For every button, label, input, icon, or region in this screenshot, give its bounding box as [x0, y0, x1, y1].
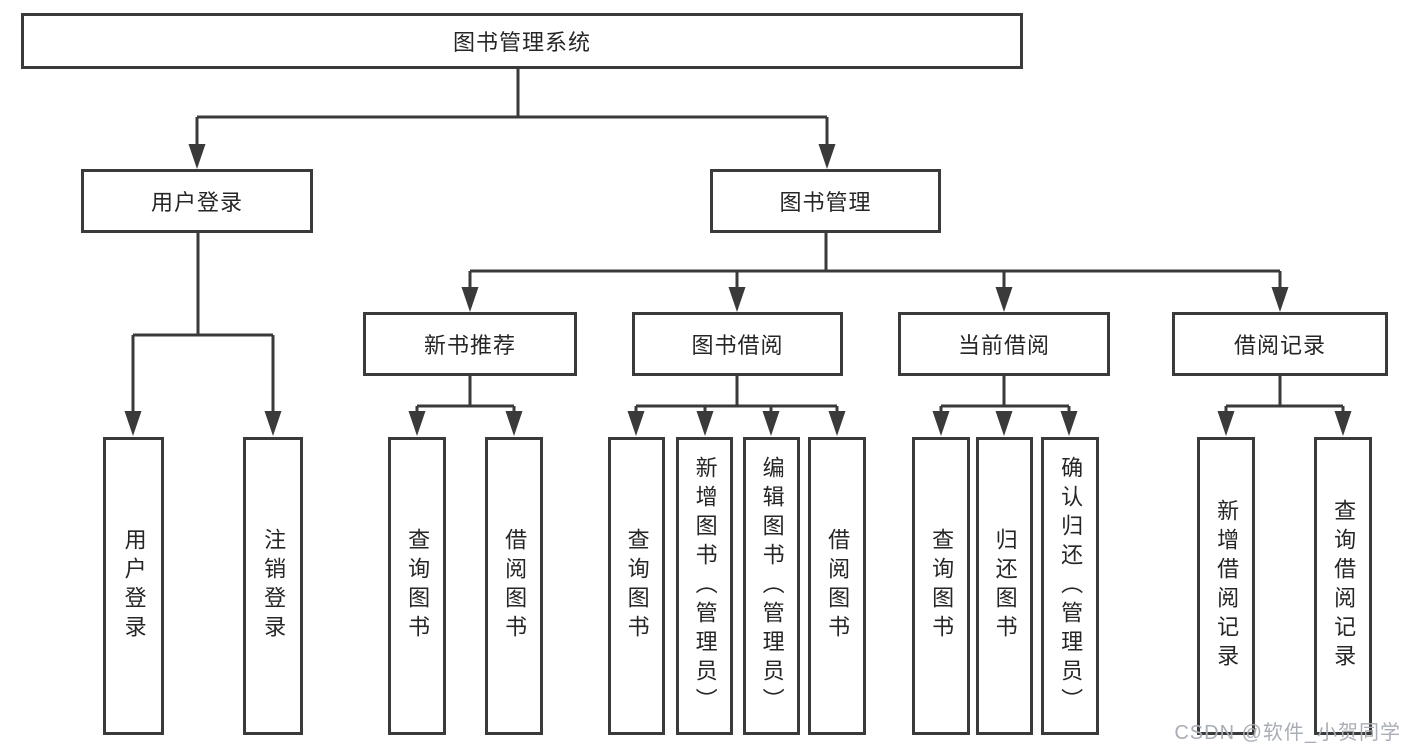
- arrowhead: [932, 411, 950, 436]
- leaf-edit-book-admin: 编辑图书（管理员）: [743, 437, 800, 735]
- arrowhead: [1334, 411, 1352, 436]
- arrowhead: [461, 287, 479, 312]
- node-label: 借阅图书: [502, 528, 528, 644]
- arrowhead: [505, 411, 523, 436]
- arrowhead: [124, 411, 142, 436]
- leaf-query-books-borrowing: 查询图书: [608, 437, 665, 735]
- leaf-borrow-books-recommend: 借阅图书: [485, 437, 543, 735]
- arrowheads: [124, 144, 1352, 436]
- arrowhead: [1217, 411, 1235, 436]
- arrowhead: [728, 287, 746, 312]
- node-current-borrowing: 当前借阅: [898, 312, 1110, 376]
- csdn-watermark: CSDN @软件_小贺同学: [1174, 722, 1401, 744]
- leaf-return-books: 归还图书: [976, 437, 1033, 735]
- node-label: 图书借阅: [691, 333, 784, 358]
- node-label: 用户登录: [150, 190, 243, 215]
- arrowhead: [762, 411, 780, 436]
- node-borrowing-records: 借阅记录: [1172, 312, 1388, 376]
- leaf-query-books-current: 查询图书: [912, 437, 970, 735]
- connector-user-login-to-leaves: [131, 233, 275, 413]
- node-label: 注销登录: [261, 528, 287, 644]
- arrowhead: [188, 144, 206, 169]
- node-label: 新书推荐: [423, 333, 516, 358]
- arrowhead: [627, 411, 645, 436]
- node-label: 新增借阅记录: [1214, 499, 1240, 673]
- node-label: 查询图书: [405, 528, 431, 644]
- arrowhead: [264, 411, 282, 436]
- node-label: 查询借阅记录: [1331, 499, 1357, 673]
- connector-borrow-records-to-leaves: [1224, 376, 1345, 413]
- connector-book-borrow-to-leaves: [634, 376, 839, 413]
- node-label: 查询图书: [929, 528, 955, 644]
- leaf-borrow-books-borrowing: 借阅图书: [808, 437, 866, 735]
- node-root: 图书管理系统: [21, 13, 1023, 69]
- node-label: 查询图书: [624, 528, 650, 644]
- node-new-book-recommendation: 新书推荐: [363, 312, 577, 376]
- connector-book-mgmt-to-level3: [468, 233, 1282, 289]
- node-label: 图书管理: [779, 190, 872, 215]
- node-label: 确认归还（管理员）: [1058, 455, 1084, 717]
- connector-new-book-to-leaves: [415, 376, 516, 413]
- node-label: 新增图书（管理员）: [692, 455, 718, 717]
- arrowhead: [995, 287, 1013, 312]
- arrowhead: [995, 411, 1013, 436]
- leaf-confirm-return-admin: 确认归还（管理员）: [1041, 437, 1099, 735]
- node-book-borrowing: 图书借阅: [632, 312, 843, 376]
- arrowhead: [818, 144, 836, 169]
- node-label: 编辑图书（管理员）: [759, 455, 785, 717]
- leaf-add-book-admin: 新增图书（管理员）: [676, 437, 733, 735]
- node-label: 当前借阅: [957, 333, 1050, 358]
- leaf-add-borrow-record: 新增借阅记录: [1197, 437, 1255, 735]
- node-label: 图书管理系统: [452, 30, 591, 55]
- node-book-management: 图书管理: [710, 169, 941, 233]
- arrowhead: [828, 411, 846, 436]
- node-label: 用户登录: [121, 528, 147, 644]
- leaf-query-borrow-record: 查询借阅记录: [1314, 437, 1372, 735]
- arrowhead: [696, 411, 714, 436]
- node-user-login: 用户登录: [81, 169, 313, 233]
- leaf-query-books-recommend: 查询图书: [388, 437, 446, 735]
- arrowhead: [1060, 411, 1078, 436]
- leaf-logout: 注销登录: [243, 437, 303, 735]
- node-label: 借阅记录: [1233, 333, 1326, 358]
- node-label: 归还图书: [992, 528, 1018, 644]
- arrowhead: [1271, 287, 1289, 312]
- connector-root-to-level2: [195, 69, 829, 146]
- arrowhead: [408, 411, 426, 436]
- connector-current-borrow-to-leaves: [939, 376, 1071, 413]
- node-label: 借阅图书: [825, 528, 851, 644]
- leaf-user-login: 用户登录: [103, 437, 164, 735]
